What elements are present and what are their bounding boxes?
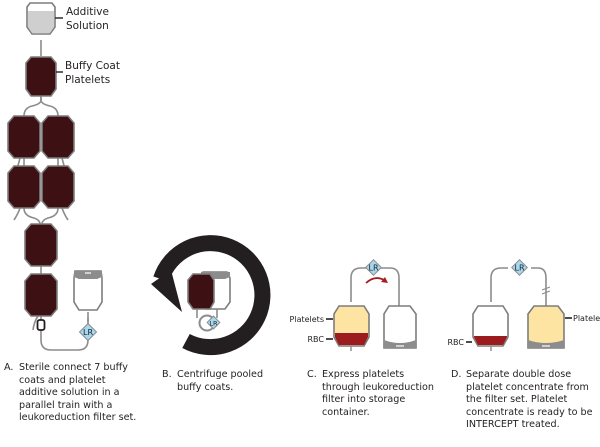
source-bag <box>333 305 370 351</box>
buffy-coat-label-2: Platelets <box>65 74 110 86</box>
tube-clamp-icon <box>36 319 46 331</box>
buffy-coat-bag <box>7 115 41 159</box>
leukoreduction-filter-icon: LR <box>511 259 528 276</box>
additive-solution-label-2: Solution <box>66 20 109 32</box>
caption-c: C. Express platelets through leukoreduct… <box>307 369 442 419</box>
storage-container <box>383 305 417 349</box>
buffy-coat-bag <box>7 165 41 209</box>
buffy-coat-label-1: Buffy Coat <box>65 60 120 72</box>
panel-a: Additive Solution Buffy Coat Platelets <box>7 2 120 351</box>
caption-d-text: Separate double dose platelet concentrat… <box>466 369 593 431</box>
filter-label: LR <box>514 264 524 273</box>
filter-label: LR <box>209 320 218 328</box>
platelets-label: Platelets <box>573 314 600 323</box>
caption-b-text: Centrifuge pooled buffy coats. <box>177 369 264 393</box>
buffy-coat-bag <box>41 165 75 209</box>
caption-c-text: Express platelets through leukoreduction… <box>322 369 434 418</box>
rbc-bag <box>472 305 509 351</box>
caption-b: B. Centrifuge pooled buffy coats. <box>162 369 272 394</box>
caption-c-letter: C. <box>307 369 317 380</box>
platelets-label: Platelets <box>290 315 324 324</box>
centrifuge-rotation-arrow-icon <box>151 235 271 356</box>
additive-solution-bag <box>26 2 63 35</box>
platelet-storage-container <box>73 270 103 311</box>
buffy-coat-bag <box>24 223 58 267</box>
tube-cut-mark-icon <box>541 286 551 295</box>
platelet-storage-container <box>527 305 565 349</box>
flow-arrow-icon <box>365 277 385 284</box>
panel-b: LR <box>151 235 271 356</box>
buffy-coat-bag <box>24 273 58 317</box>
panel-c: Platelets RBC LR <box>290 259 417 351</box>
caption-a-letter: A. <box>4 362 14 373</box>
leukoreduction-filter-icon: LR <box>206 315 221 330</box>
caption-b-letter: B. <box>162 369 172 380</box>
additive-solution-label-1: Additive <box>66 6 109 18</box>
centrifuge-blood-bag <box>187 273 215 310</box>
leukoreduction-filter-icon: LR <box>78 322 98 342</box>
caption-a: A. Sterile connect 7 buffy coats and pla… <box>4 362 144 425</box>
filter-label: LR <box>83 328 93 337</box>
rbc-label: RBC <box>308 335 325 344</box>
caption-a-text: Sterile connect 7 buffy coats and platel… <box>19 362 137 424</box>
leukoreduction-filter-icon: LR <box>365 259 382 276</box>
caption-d: D. Separate double dose platelet concent… <box>451 369 599 432</box>
caption-d-letter: D. <box>451 369 462 380</box>
rbc-label: RBC <box>448 338 465 347</box>
panel-d: RBC Platelets LR <box>448 259 600 351</box>
buffy-coat-pooling-bag <box>25 56 63 97</box>
filter-label: LR <box>368 264 378 273</box>
buffy-coat-bag <box>41 115 75 159</box>
